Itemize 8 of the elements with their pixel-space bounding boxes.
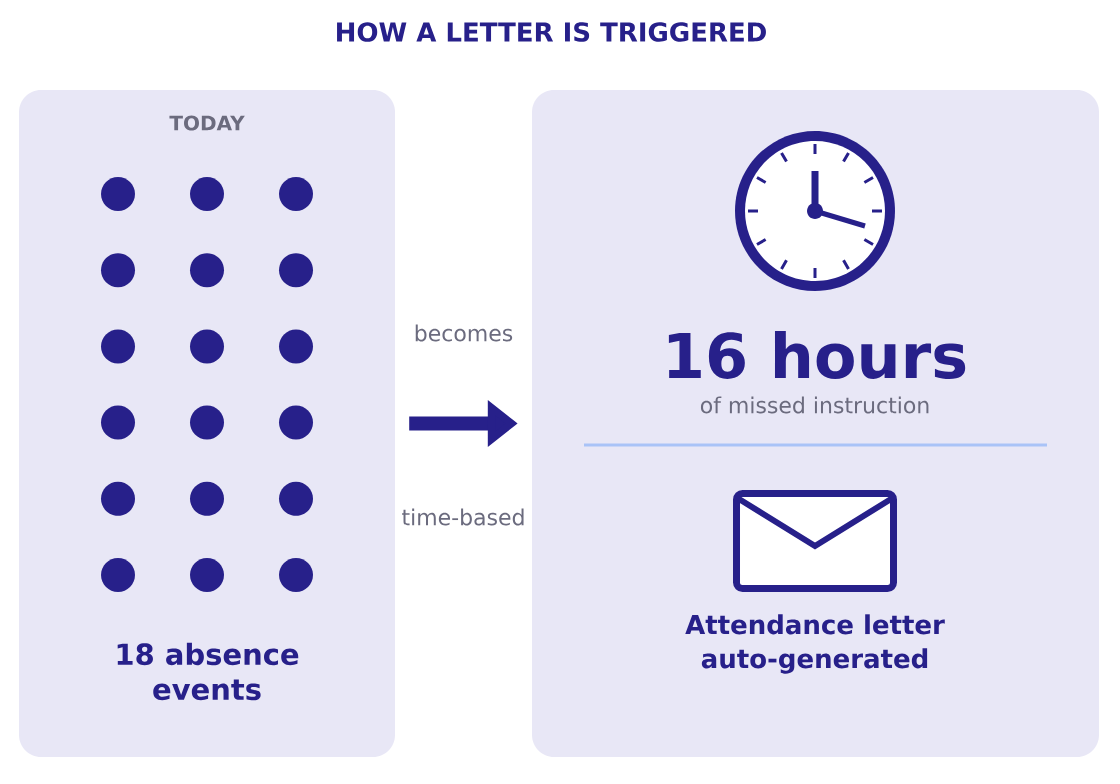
- arrow-note: time-based: [402, 508, 524, 526]
- outcome-label: Attendance letter auto-generated: [685, 614, 945, 674]
- edge-label: becomes: [415, 324, 513, 342]
- count-label: 18 absence events: [117, 642, 299, 701]
- title: HOW A LETTER IS TRIGGERED: [337, 22, 766, 42]
- stat-caption: of missed instruction: [700, 396, 929, 414]
- section-label: TODAY: [169, 115, 245, 131]
- stat-value: 16 hours: [668, 331, 966, 379]
